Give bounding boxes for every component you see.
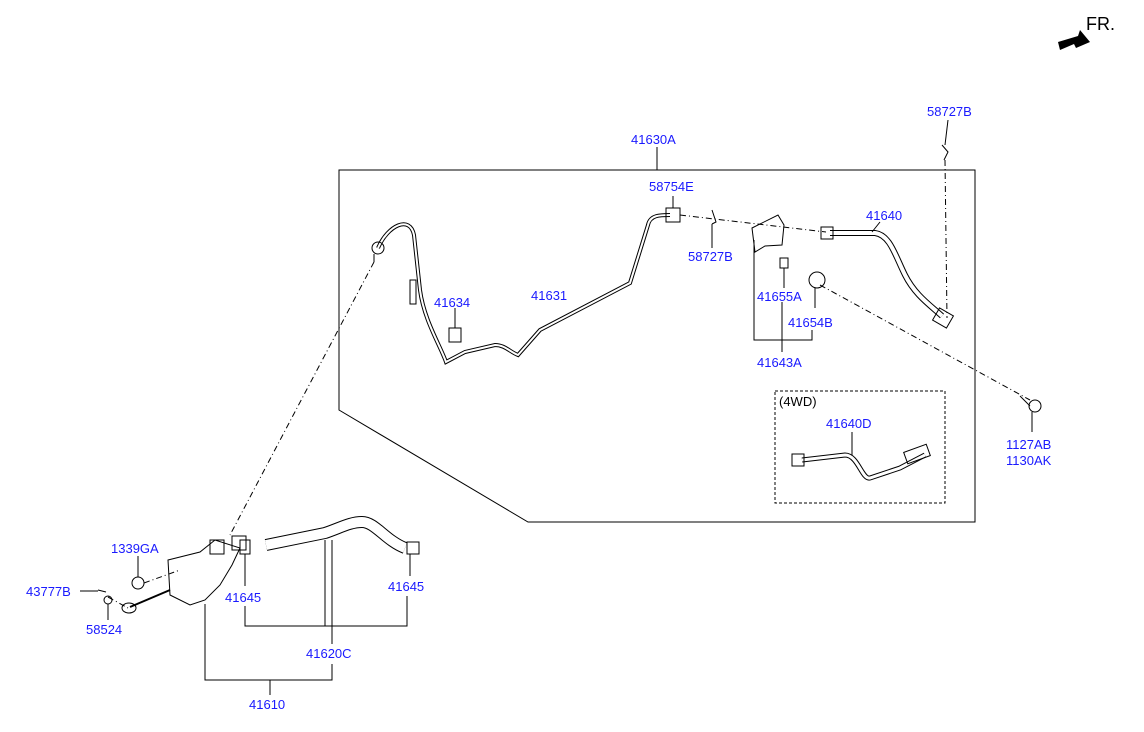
group-label-4wd: (4WD) (779, 394, 817, 409)
clip-upper (409, 279, 417, 305)
part-label-41630a[interactable]: 41630A (631, 132, 676, 147)
reservoir-port (209, 539, 225, 555)
clamp-41645-right (406, 541, 420, 555)
direction-label: FR. (1086, 14, 1115, 34)
part-label-58524[interactable]: 58524 (86, 622, 123, 637)
part-label-58727b-top[interactable]: 58727B (927, 104, 972, 119)
part-label-41610[interactable]: 41610 (249, 697, 286, 712)
dashdot-line-top (944, 159, 948, 319)
nut-1339ga (131, 576, 145, 590)
master-fitting (231, 535, 247, 551)
part-label-41645-right[interactable]: 41645 (388, 579, 425, 594)
leader-41610 (204, 604, 333, 695)
hose-41640-inner (830, 231, 944, 318)
clamp-41645-left (239, 539, 251, 555)
part-label-41640[interactable]: 41640 (866, 208, 903, 223)
part-label-41640d[interactable]: 41640D (826, 416, 872, 431)
part-label-58727b-mid[interactable]: 58727B (688, 249, 733, 264)
part-label-43777b[interactable]: 43777B (26, 584, 71, 599)
part-label-41631[interactable]: 41631 (531, 288, 568, 303)
clip-58727b-top (941, 144, 949, 161)
clip-58727b-mid (711, 209, 717, 225)
tube-fitting-left (371, 241, 385, 255)
assembly-41630a-outline (338, 169, 976, 523)
dashdot-line-nut (143, 569, 181, 584)
part-label-58754e[interactable]: 58754E (649, 179, 694, 194)
part-label-41620c[interactable]: 41620C (306, 646, 352, 661)
part-label-41654b[interactable]: 41654B (788, 315, 833, 330)
hose-41640-end-right (931, 307, 955, 329)
part-label-1130ak[interactable]: 1130AK (1006, 453, 1052, 468)
part-label-41645-left[interactable]: 41645 (225, 590, 262, 605)
hose-41640d-end-left (791, 453, 805, 467)
part-label-41643a[interactable]: 41643A (757, 355, 802, 370)
leader-41643a (753, 240, 813, 352)
clip-43777b (97, 589, 107, 593)
part-label-41634[interactable]: 41634 (434, 295, 471, 310)
hose-41620c-inner (265, 516, 408, 553)
group-4wd-box (774, 390, 946, 504)
tube-41631-inner (377, 214, 671, 364)
dashdot-line-rod (107, 596, 129, 609)
bracket (751, 214, 785, 253)
hose-41640d-inner (801, 453, 926, 480)
hose-41640-end-left (820, 226, 834, 240)
leader-41640 (871, 221, 881, 233)
tube-41631 (376, 213, 671, 365)
bolt-head (1028, 399, 1042, 413)
part-label-1127ab[interactable]: 1127AB (1006, 437, 1052, 452)
dashdot-line-master (229, 261, 375, 536)
dashdot-line-fitting (679, 214, 827, 233)
master-cylinder-eye (121, 602, 137, 614)
washer-41654b (808, 271, 826, 289)
clip-41634 (448, 327, 462, 343)
leader-58727b-top (944, 119, 949, 146)
bolt-shank (1019, 395, 1031, 407)
dashdot-line-bolt (819, 284, 1031, 401)
part-label-1339ga[interactable]: 1339GA (111, 541, 159, 556)
part-label-41655a[interactable]: 41655A (757, 289, 802, 304)
master-cylinder-rod (129, 589, 171, 608)
pin-41655a (779, 257, 789, 269)
hose-41640d-end-right (903, 443, 931, 465)
master-cylinder (167, 539, 241, 606)
leader-41620c (244, 540, 408, 644)
forward-arrow-icon (1058, 30, 1090, 50)
